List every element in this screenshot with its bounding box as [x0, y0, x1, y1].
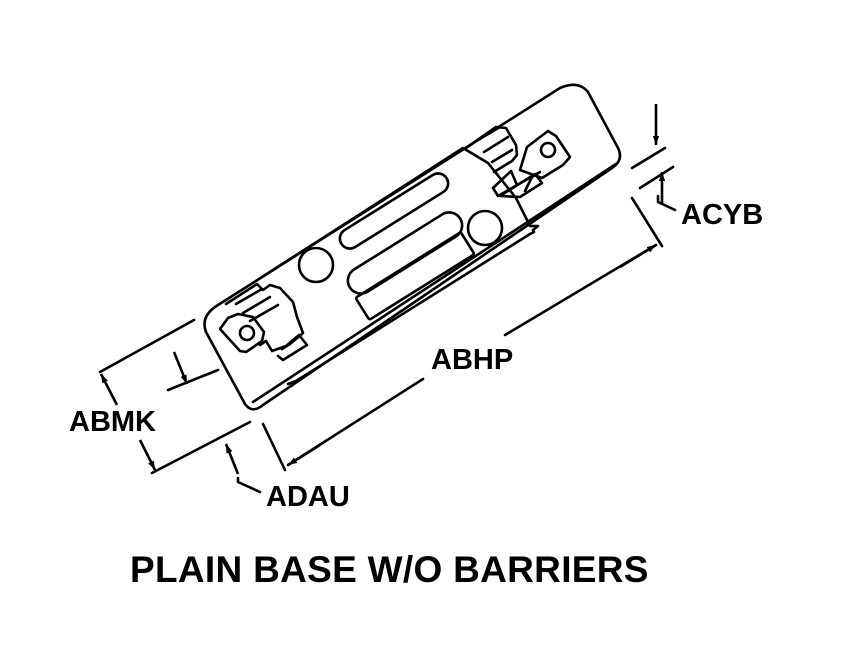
dimension-label-abhp: ABHP	[431, 344, 514, 376]
abmk-arrow-top	[99, 373, 119, 406]
abmk-extension-inner	[166, 368, 220, 392]
adau-arrow	[224, 443, 240, 475]
diagram-caption: PLAIN BASE W/O BARRIERS	[130, 549, 649, 590]
slot-top	[338, 172, 450, 250]
abhp-extension-left	[261, 422, 287, 472]
acyb-leader	[656, 194, 677, 212]
hole-left	[297, 246, 335, 284]
base-plate-edge	[251, 162, 618, 404]
base-plate-outline	[203, 83, 622, 411]
dimension-label-acyb: ACYB	[681, 199, 764, 231]
abmk-extension-top	[98, 318, 196, 374]
abmk-arrow-bottom	[138, 439, 157, 471]
abhp-extension-right	[630, 196, 664, 248]
acyb-extension-top	[630, 146, 667, 170]
acyb-extension-bottom	[638, 165, 675, 190]
dimension-label-adau: ADAU	[266, 481, 350, 513]
abmk-arrow-inner	[172, 351, 189, 385]
abmk-extension-bottom	[150, 420, 252, 475]
terminal-clip-right	[464, 125, 572, 199]
center-body-outline	[260, 146, 540, 386]
adau-leader	[236, 476, 262, 494]
terminal-clip-left	[218, 282, 309, 362]
hole-right	[466, 209, 504, 247]
abhp-arrow-right	[619, 243, 657, 269]
dimension-label-abmk: ABMK	[69, 406, 156, 438]
slot-bottom	[354, 231, 476, 321]
abhp-arrow-left	[287, 443, 321, 467]
